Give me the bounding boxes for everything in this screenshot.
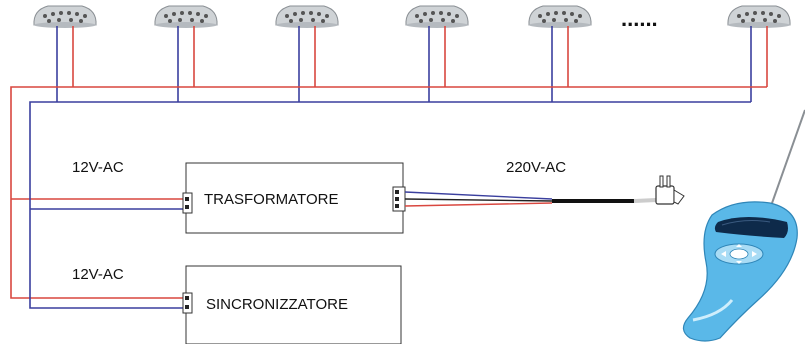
mains-cable	[404, 191, 657, 207]
transformer-input-terminal	[182, 192, 193, 214]
voltage-label-transformer: 12V-AC	[72, 159, 124, 176]
led-pool-lamp-icon	[33, 5, 97, 29]
synchronizer-box: SINCRONIZZATORE	[182, 265, 402, 344]
led-pool-lamp-icon	[275, 5, 339, 29]
voltage-label-synchronizer: 12V-AC	[72, 266, 124, 283]
led-pool-lamp-icon	[528, 5, 592, 29]
lamp-drop-wires	[56, 26, 768, 102]
synchronizer-label: SINCRONIZZATORE	[206, 296, 348, 313]
power-plug-icon	[655, 175, 685, 205]
led-pool-lamp-icon	[405, 5, 469, 29]
led-pool-lamp-icon	[154, 5, 218, 29]
voltage-label-mains: 220V-AC	[506, 159, 566, 176]
led-pool-lamp-icon	[727, 5, 791, 29]
remote-control-icon	[682, 109, 805, 342]
lamp-row	[33, 5, 791, 29]
transformer-label: TRASFORMATORE	[204, 191, 338, 208]
transformer-box: TRASFORMATORE	[182, 162, 406, 234]
ellipsis-more-lamps: ......	[621, 6, 658, 31]
bus-wires	[10, 86, 767, 309]
synchronizer-input-terminal	[182, 292, 193, 314]
